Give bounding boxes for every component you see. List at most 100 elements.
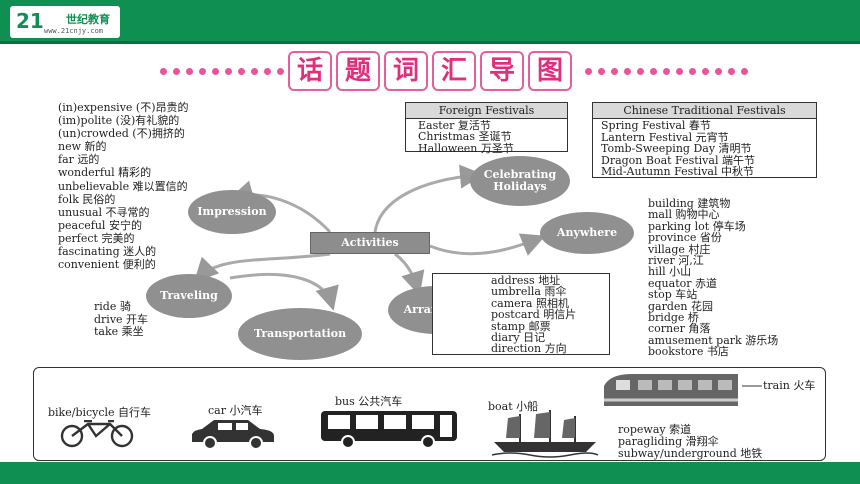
- list-item: mall 购物中心: [648, 208, 720, 222]
- list-item: bridge 桥: [648, 311, 699, 325]
- train-pointer-line: [742, 385, 762, 387]
- title-dots-left: [160, 66, 284, 76]
- title-char: 图: [528, 51, 572, 91]
- chinese-festivals-box: Chinese Traditional Festivals Spring Fes…: [592, 102, 817, 178]
- list-item: drive 开车: [94, 312, 149, 326]
- list-item: corner 角落: [648, 322, 711, 336]
- chinese-festivals-title: Chinese Traditional Festivals: [593, 103, 816, 119]
- list-item: take 乘坐: [94, 325, 144, 339]
- list-item: Tomb-Sweeping Day 清明节: [601, 142, 752, 156]
- list-item: stop 车站: [648, 288, 698, 302]
- car-label: car 小汽车: [208, 404, 263, 417]
- impression-bubble: Impression: [188, 190, 276, 234]
- list-item: fascinating 迷人的: [58, 245, 157, 259]
- list-item: folk 民俗的: [58, 192, 116, 206]
- car-icon: [192, 420, 274, 450]
- foreign-festivals-list: Easter 复活节 Christmas 圣诞节 Halloween 万圣节: [406, 119, 567, 155]
- bubble-label: Impression: [197, 205, 267, 218]
- anywhere-word-list: building 建筑物 mall 购物中心 parking lot 停车场 p…: [648, 198, 778, 358]
- list-item: bookstore 书店: [648, 345, 729, 359]
- arrow-to-arranging: [394, 252, 425, 296]
- list-item: equator 赤道: [648, 276, 717, 290]
- anywhere-bubble: Anywhere: [540, 212, 634, 254]
- list-item: umbrella 雨伞: [491, 285, 567, 299]
- title-char: 汇: [432, 51, 476, 91]
- arrow-to-transportation: [229, 272, 339, 311]
- foreign-festivals-title: Foreign Festivals: [406, 103, 567, 119]
- logo-url: www.21cnjy.com: [44, 27, 104, 35]
- list-item: convenient 便利的: [58, 258, 156, 272]
- list-item: river 河,江: [648, 254, 704, 268]
- list-item: amusement park 游乐场: [648, 333, 779, 347]
- transportation-bubble: Transportation: [238, 308, 362, 360]
- list-item: Spring Festival 春节: [601, 119, 711, 132]
- list-item: stamp 邮票: [491, 319, 551, 333]
- bus-icon: [321, 411, 457, 449]
- bicycle-icon: [60, 420, 134, 448]
- page-title: 话 题 词 汇 导 图: [288, 51, 572, 91]
- list-item: peaceful 安宁的: [58, 218, 142, 232]
- list-item: (un)crowded (不)拥挤的: [58, 127, 185, 141]
- chinese-festivals-list: Spring Festival 春节 Lantern Festival 元宵节 …: [593, 120, 816, 178]
- traveling-word-list: ride 骑 drive 开车 take 乘坐: [94, 300, 149, 339]
- bubble-label: Anywhere: [556, 226, 618, 239]
- bubble-label: Transportation: [253, 327, 347, 340]
- list-item: direction 方向: [491, 342, 567, 356]
- list-item: garden 花园: [648, 299, 713, 313]
- boat-icon: [491, 410, 599, 458]
- list-item: wonderful 精彩的: [58, 166, 152, 180]
- other-transport-list: ropeway 索道 paragliding 滑翔伞 subway/underg…: [618, 424, 762, 460]
- list-item: village 村庄: [648, 242, 711, 256]
- activities-box: Activities: [310, 232, 430, 254]
- bubble-label: Traveling: [160, 289, 218, 302]
- list-item: subway/underground 地铁: [618, 447, 763, 460]
- foreign-festivals-box: Foreign Festivals Easter 复活节 Christmas 圣…: [405, 102, 568, 155]
- list-item: diary 日记: [491, 331, 546, 345]
- boat-label: boat 小船: [488, 400, 539, 413]
- arrow-to-anywhere: [429, 233, 546, 256]
- title-char: 话: [288, 51, 332, 91]
- logo: 21 世纪教育 www.21cnjy.com: [10, 6, 120, 38]
- arranging-box: address 地址 umbrella 雨伞 camera 照相机 postca…: [432, 273, 610, 355]
- list-item: address 地址: [491, 274, 561, 287]
- list-item: parking lot 停车场: [648, 219, 746, 233]
- list-item: new 新的: [58, 140, 107, 154]
- list-item: Lantern Festival 元宵节: [601, 130, 729, 144]
- list-item: Christmas 圣诞节: [418, 130, 512, 144]
- list-item: Easter 复活节: [418, 119, 491, 132]
- arrow-to-traveling: [193, 252, 331, 283]
- list-item: unusual 不寻常的: [58, 205, 150, 219]
- list-item: ropeway 索道: [618, 423, 692, 436]
- list-item: perfect 完美的: [58, 231, 135, 245]
- title-char: 导: [480, 51, 524, 91]
- list-item: hill 小山: [648, 265, 692, 279]
- impression-word-list: (in)expensive (不)昂贵的 (im)polite (没)有礼貌的 …: [58, 101, 189, 271]
- list-item: postcard 明信片: [491, 308, 577, 322]
- list-item: unbelievable 难以置信的: [58, 179, 188, 193]
- list-item: camera 照相机: [491, 296, 569, 310]
- bus-label: bus 公共汽车: [335, 395, 403, 408]
- bike-label: bike/bicycle 自行车: [48, 406, 152, 419]
- traveling-bubble: Traveling: [146, 274, 232, 318]
- train-icon: [604, 374, 738, 406]
- list-item: ride 骑: [94, 300, 131, 313]
- train-label: train 火车: [763, 379, 816, 392]
- list-item: Dragon Boat Festival 端午节: [601, 153, 755, 167]
- list-item: (in)expensive (不)昂贵的: [58, 101, 189, 114]
- list-item: paragliding 滑翔伞: [618, 435, 719, 448]
- title-dots-right: [585, 66, 748, 76]
- title-char: 题: [336, 51, 380, 91]
- list-item: province 省份: [648, 231, 722, 245]
- logo-mark: 21: [16, 9, 44, 33]
- bubble-label: Celebrating: [483, 168, 557, 181]
- list-item: Mid-Autumn Festival 中秋节: [601, 165, 754, 179]
- title-char: 词: [384, 51, 428, 91]
- arranging-word-list: address 地址 umbrella 雨伞 camera 照相机 postca…: [433, 274, 609, 355]
- bubble-label: Holidays: [493, 180, 547, 193]
- arrow-to-celebrating: [373, 164, 484, 233]
- list-item: (im)polite (没)有礼貌的: [58, 114, 180, 128]
- logo-name: 世纪教育: [66, 13, 110, 26]
- list-item: Halloween 万圣节: [418, 141, 514, 155]
- list-item: building 建筑物: [648, 197, 731, 210]
